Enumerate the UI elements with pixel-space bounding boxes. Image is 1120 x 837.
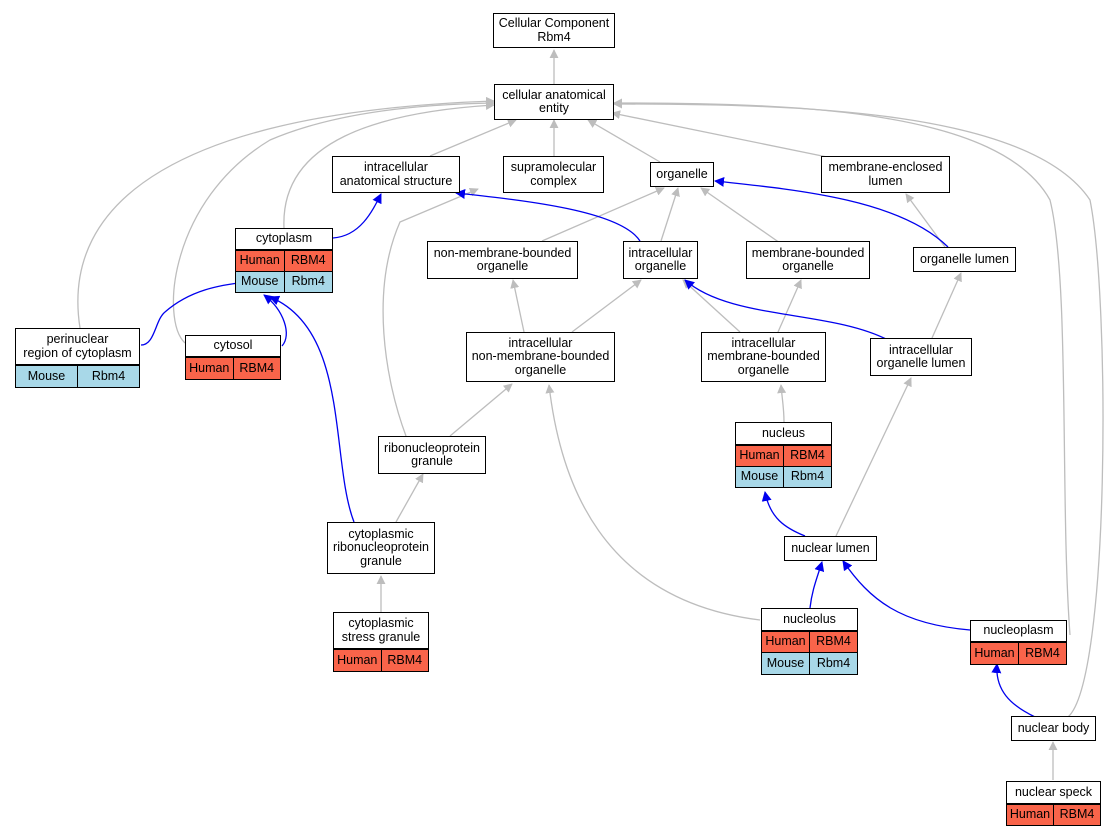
edge-rnp-inmbo xyxy=(449,383,513,437)
gene-cell: Rbm4 xyxy=(783,467,831,487)
species-cell: Human xyxy=(765,634,806,649)
edge-cytosol-cae xyxy=(172,98,495,344)
node-ribonucleoprotein-granule[interactable]: ribonucleoprotein granule xyxy=(378,436,486,474)
edge-nl-nucleus xyxy=(761,491,806,537)
edge-nucleolus-inmbo xyxy=(545,384,761,621)
edge-nb-np xyxy=(991,663,1036,718)
species-cell: Mouse xyxy=(740,469,779,484)
gene-cell: RBM4 xyxy=(1053,805,1100,825)
edge-nucleus-imbo xyxy=(777,384,787,423)
node-membrane-enclosed-lumen[interactable]: membrane-enclosed lumen xyxy=(821,156,950,193)
edge-inmbo-io xyxy=(571,279,642,333)
edge-org-cae xyxy=(587,119,661,163)
edge-nl-iol xyxy=(835,377,912,537)
edge-io-org xyxy=(660,187,680,242)
gene-cell: Rbm4 xyxy=(809,653,857,674)
node-cytosol-title: cytosol xyxy=(186,336,280,357)
node-perinuclear-region[interactable]: perinuclear region of cytoplasm Mouse Rbm… xyxy=(15,328,140,388)
species-cell: Mouse xyxy=(766,655,805,670)
annotation-row: Mouse Rbm4 xyxy=(736,466,831,487)
node-cytoplasmic-ribonucleoprotein-granule[interactable]: cytoplasmic ribonucleoprotein granule xyxy=(327,522,435,574)
edge-np-nl xyxy=(842,560,971,631)
edge-nb-cae xyxy=(613,99,1104,718)
node-nuclear-body[interactable]: nuclear body xyxy=(1011,716,1096,741)
edge-nucleolus-nl xyxy=(809,561,825,609)
edge-crnp-rnp xyxy=(395,473,424,523)
edge-cyto-cae xyxy=(283,101,495,229)
species-cell: Human xyxy=(337,652,378,667)
edge-iol-ol xyxy=(931,272,962,339)
node-intracellular-non-membrane-bounded-organelle[interactable]: intracellular non-membrane-bounded organ… xyxy=(466,332,615,382)
node-non-membrane-bounded-organelle[interactable]: non-membrane-bounded organelle xyxy=(427,241,578,279)
edge-inmbo-nmbo xyxy=(510,279,525,333)
edge-mbo-org xyxy=(700,187,781,244)
node-nucleoplasm-title: nucleoplasm xyxy=(971,621,1066,642)
species-cell: Human xyxy=(974,645,1015,660)
node-cellular-component[interactable]: Cellular Component Rbm4 xyxy=(493,13,615,48)
node-intracellular-anatomical-structure[interactable]: intracellular anatomical structure xyxy=(332,156,460,193)
node-nucleus-title: nucleus xyxy=(736,423,831,445)
species-cell: Mouse xyxy=(27,368,66,383)
node-membrane-bounded-organelle[interactable]: membrane-bounded organelle xyxy=(746,241,870,279)
gene-cell: RBM4 xyxy=(283,251,333,271)
node-nucleolus-title: nucleolus xyxy=(762,609,857,631)
node-organelle-lumen[interactable]: organelle lumen xyxy=(913,247,1016,272)
node-cytoplasm-title: cytoplasm xyxy=(236,229,332,250)
edge-imbo-mbo xyxy=(777,279,802,333)
edge-mel-cae xyxy=(611,110,833,159)
gene-cell: RBM4 xyxy=(1018,643,1066,664)
gene-cell: RBM4 xyxy=(809,632,857,652)
node-cytoplasmic-stress-granule-title: cytoplasmic stress granule xyxy=(334,613,428,649)
node-supramolecular-complex[interactable]: supramolecular complex xyxy=(503,156,604,193)
edge-io-ias xyxy=(455,189,641,242)
gene-cell: Rbm4 xyxy=(77,366,139,387)
edge-perinuc-cyto xyxy=(140,278,247,346)
species-cell: Human xyxy=(739,448,780,463)
gene-cell: RBM4 xyxy=(232,358,281,379)
node-cellular-anatomical-entity[interactable]: cellular anatomical entity xyxy=(494,84,614,120)
edge-crnp-cyto xyxy=(269,295,355,523)
edge-imbo-io xyxy=(682,279,741,333)
gene-cell: Rbm4 xyxy=(283,272,333,292)
gene-cell: RBM4 xyxy=(380,650,429,671)
species-cell: Human xyxy=(189,360,230,375)
edge-rnp-smc xyxy=(382,188,479,437)
species-cell: Human xyxy=(1009,807,1051,822)
node-intracellular-organelle-lumen[interactable]: intracellular organelle lumen xyxy=(870,338,972,376)
edge-nmbo-org xyxy=(541,187,665,242)
annotation-row: Mouse Rbm4 xyxy=(16,365,139,387)
edge-ol-org xyxy=(714,176,949,248)
edge-perinuc-cae xyxy=(77,96,495,329)
edge-ias-cae xyxy=(429,118,517,157)
gene-cell: RBM4 xyxy=(783,446,831,466)
edge-cyto-ias xyxy=(332,193,382,239)
edge-iol-io xyxy=(684,279,889,341)
node-nuclear-speck-title: nuclear speck xyxy=(1007,782,1100,804)
node-intracellular-organelle[interactable]: intracellular organelle xyxy=(623,241,698,279)
annotation-row: Mouse Rbm4 xyxy=(236,271,332,292)
node-perinuclear-region-title: perinuclear region of cytoplasm xyxy=(16,329,139,365)
annotation-row: Mouse Rbm4 xyxy=(762,652,857,674)
species-cell: Human xyxy=(239,253,280,268)
species-cell: Mouse xyxy=(240,274,279,289)
node-nuclear-lumen[interactable]: nuclear lumen xyxy=(784,536,877,561)
node-organelle[interactable]: organelle xyxy=(650,162,714,187)
node-intracellular-membrane-bounded-organelle[interactable]: intracellular membrane-bounded organelle xyxy=(701,332,826,382)
